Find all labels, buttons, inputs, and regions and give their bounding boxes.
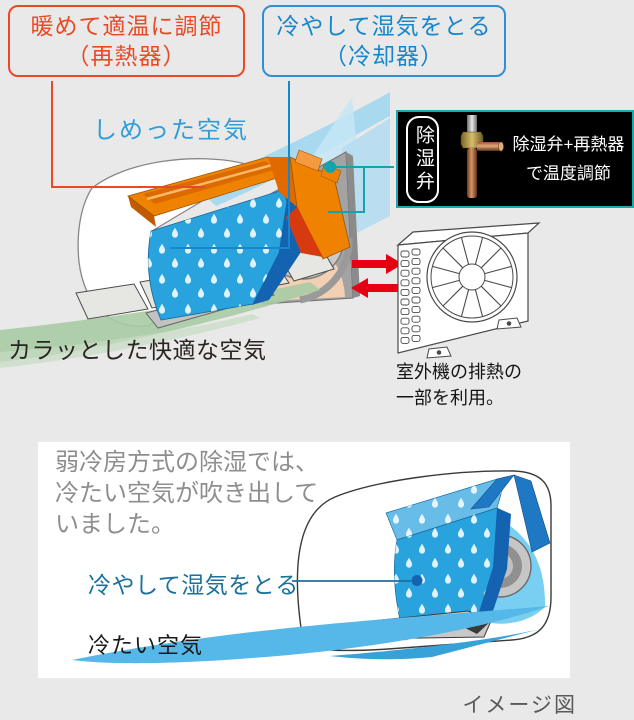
outdoor-unit-illustration — [396, 222, 541, 359]
outdoor-fan — [426, 231, 518, 323]
cold-air-label: 冷たい空気 — [88, 633, 204, 658]
cooler-callout-line2: （冷却器） — [324, 43, 444, 69]
reheater-callout: 暖めて適温に調節 （再熱器） — [8, 5, 245, 77]
cooler-callout-line1: 冷やして湿気をとる — [276, 13, 492, 39]
unit-body — [77, 158, 256, 327]
valve-note: 除湿弁+再熱器 で温度調節 — [505, 130, 632, 188]
valve-panel: 除湿弁 除湿弁+再熱器 で温度調節 — [396, 110, 634, 208]
reheater-callout-line2: （再熱器） — [66, 43, 187, 69]
outdoor-note: 室外機の排熱の 一部を利用。 — [396, 359, 522, 411]
outlet-tray — [145, 282, 275, 329]
valve-pipe-photo — [460, 115, 504, 198]
crossflow-fan — [215, 196, 345, 293]
valve-badge: 除湿弁 — [406, 115, 439, 203]
image-caption: イメージ図 — [462, 694, 577, 717]
valve-note-line2: で温度調節 — [525, 164, 611, 183]
reheater-callout-line1: 暖めて適温に調節 — [30, 13, 223, 39]
valve-pointer-bracket — [324, 161, 394, 213]
back-panel — [235, 151, 354, 305]
old-method-description-line2: 冷たい空気が吹き出して — [55, 480, 319, 507]
old-cooler-label: 冷やして湿気をとる — [88, 572, 299, 598]
teal-dot — [324, 161, 336, 173]
humid-air-label: しめった空気 — [93, 117, 249, 144]
cooler-evaporator — [147, 189, 303, 321]
outdoor-note-line2: 一部を利用。 — [396, 388, 504, 408]
outdoor-note-line1: 室外機の排熱の — [396, 362, 522, 382]
arrow-left-icon — [351, 278, 402, 298]
fan-scroll — [267, 232, 345, 301]
cooler-callout: 冷やして湿気をとる （冷却器） — [262, 5, 506, 77]
heat-exchange-arrows — [351, 254, 403, 298]
arrow-right-icon — [352, 254, 403, 274]
valve-note-line1: 除湿弁+再熱器 — [512, 135, 625, 154]
louvers — [75, 244, 335, 320]
old-method-description-line1: 弱冷房方式の除湿では、 — [55, 449, 319, 476]
old-method-description: 弱冷房方式の除湿では、 冷たい空気が吹き出して いました。 — [55, 447, 319, 540]
old-method-description-line3: いました。 — [55, 511, 175, 538]
cooler-pointer-line — [170, 81, 290, 249]
dry-air-label: カラッとした快適な空気 — [8, 337, 267, 363]
reheater-coil — [127, 149, 351, 260]
side-vents — [400, 248, 421, 344]
